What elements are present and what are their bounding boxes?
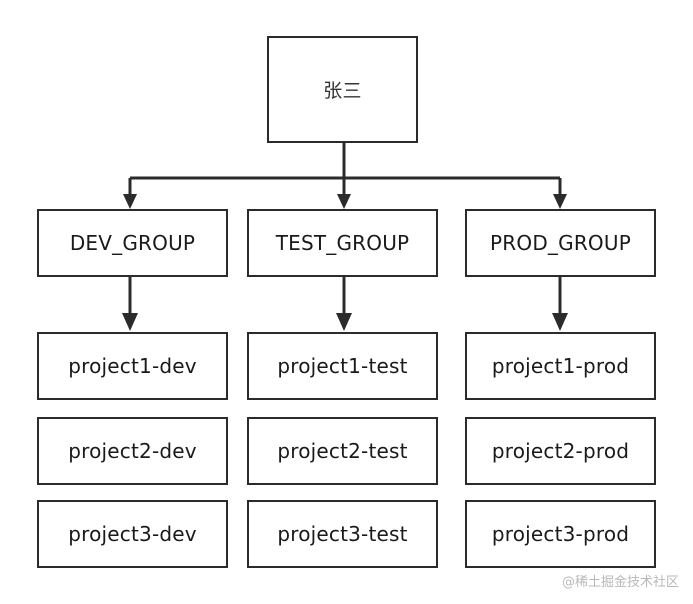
group-node-dev: DEV_GROUP <box>37 209 228 277</box>
arrowhead-dev-project <box>122 313 138 331</box>
project-node-label: project3-test <box>277 522 408 546</box>
project-node-label: project1-dev <box>68 354 197 378</box>
project-node-label: project3-prod <box>491 522 630 546</box>
group-node-prod-label: PROD_GROUP <box>490 231 631 255</box>
root-node: 张三 <box>267 36 418 143</box>
project-node-prod-2: project2-prod <box>465 417 656 485</box>
arrowhead-dev-group <box>123 194 137 209</box>
root-node-label: 张三 <box>323 80 362 102</box>
group-node-test: TEST_GROUP <box>247 209 438 277</box>
project-node-test-2: project2-test <box>247 417 438 485</box>
arrowhead-test-project <box>336 313 352 331</box>
project-node-label: project2-test <box>277 439 408 463</box>
project-node-prod-3: project3-prod <box>465 500 656 568</box>
project-node-dev-3: project3-dev <box>37 500 228 568</box>
group-node-dev-label: DEV_GROUP <box>69 231 196 255</box>
project-node-label: project1-prod <box>491 354 630 378</box>
project-node-test-1: project1-test <box>247 332 438 400</box>
arrowhead-test-group <box>337 194 351 209</box>
arrowhead-prod-project <box>552 313 568 331</box>
arrowhead-prod-group <box>553 194 567 209</box>
project-node-label: project3-dev <box>68 522 197 546</box>
project-node-dev-1: project1-dev <box>37 332 228 400</box>
group-node-prod: PROD_GROUP <box>465 209 656 277</box>
watermark: @稀土掘金技术社区 <box>561 575 679 590</box>
project-node-dev-2: project2-dev <box>37 417 228 485</box>
project-node-prod-1: project1-prod <box>465 332 656 400</box>
project-node-label: project2-dev <box>68 439 197 463</box>
project-node-test-3: project3-test <box>247 500 438 568</box>
project-node-label: project1-test <box>277 354 408 378</box>
group-node-test-label: TEST_GROUP <box>275 231 410 255</box>
project-node-label: project2-prod <box>491 439 630 463</box>
